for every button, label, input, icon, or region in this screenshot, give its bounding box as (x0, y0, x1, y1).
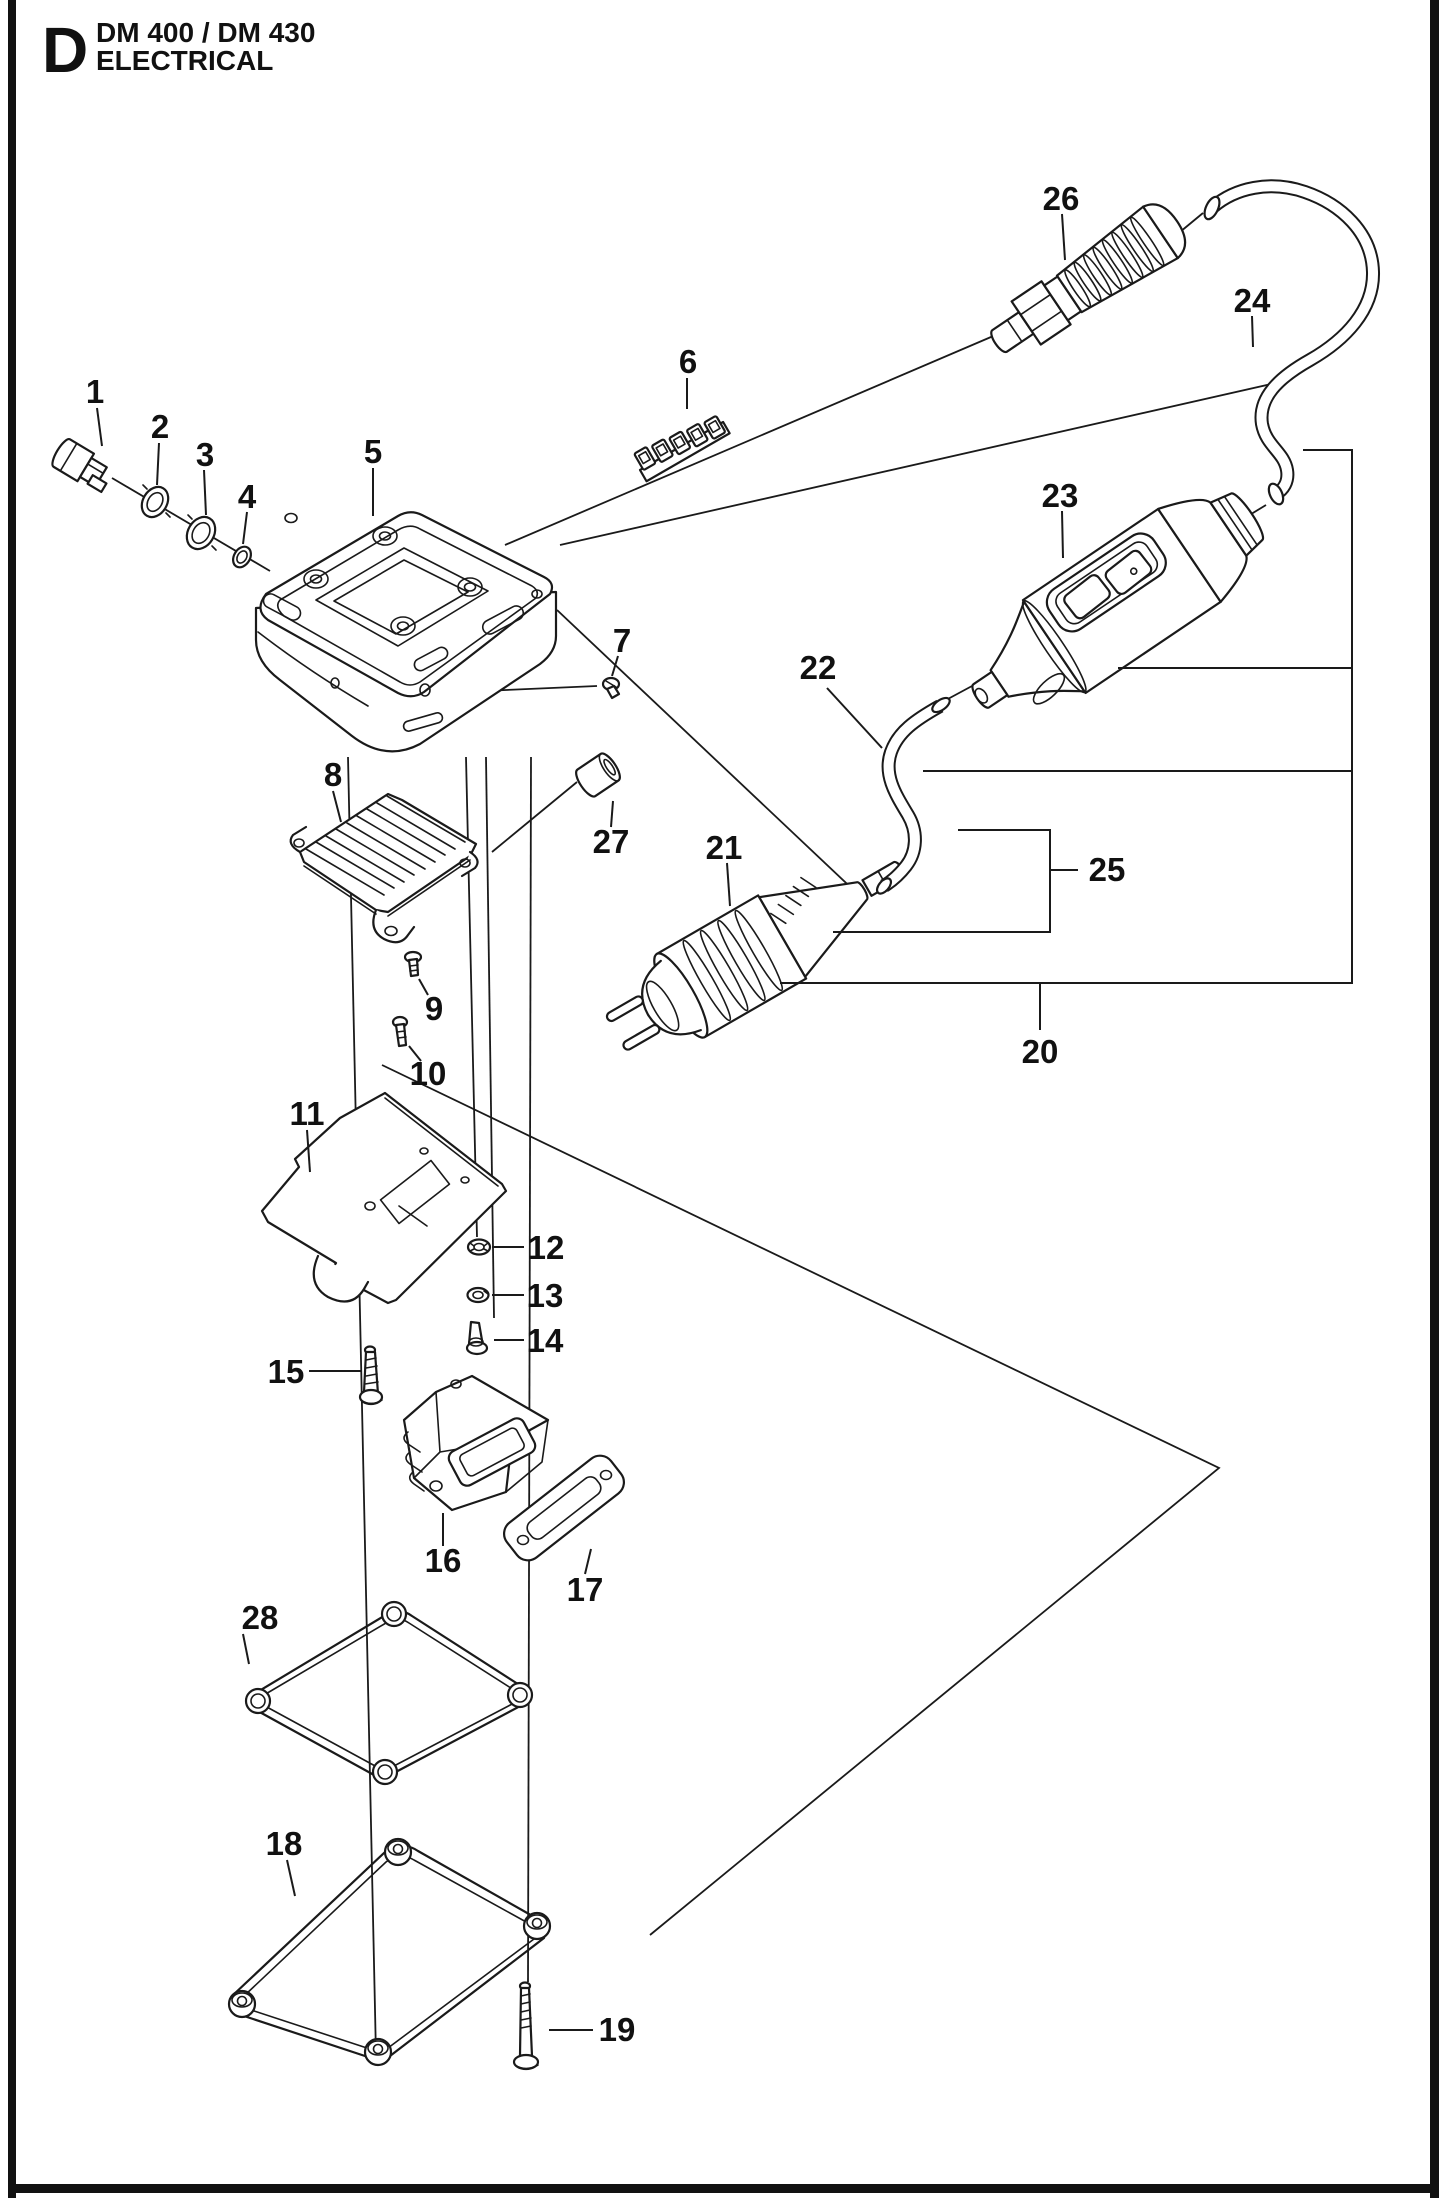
callout-16: 16 (425, 1542, 462, 1579)
part-9-screw (403, 950, 423, 978)
callout-21: 21 (706, 829, 743, 866)
part-4-ring (232, 545, 252, 569)
part-27-bushing (575, 752, 621, 798)
board-capacitor (312, 1254, 370, 1303)
part-14-screw (465, 1320, 489, 1356)
explode-axis-center (347, 756, 377, 2057)
part-24-cable (1203, 179, 1381, 506)
callout-9: 9 (425, 990, 443, 1027)
callout-14: 14 (527, 1322, 564, 1359)
part-23-inline-switch (971, 492, 1265, 709)
mount-ear (372, 908, 416, 944)
part-5-housing-cover (254, 511, 558, 753)
explode-axis-switch (485, 756, 495, 1319)
axis-cover-to-plug-ferrule (556, 609, 863, 899)
cover-hole (330, 677, 340, 689)
part-12-washer (466, 1238, 492, 1256)
part-2-ring (140, 484, 171, 519)
callout-19: 19 (599, 2011, 636, 2048)
callout-25: 25 (1089, 851, 1126, 888)
part-21-plug (605, 860, 905, 1051)
callout-2: 2 (151, 408, 169, 445)
part-1-indicator (51, 438, 108, 494)
rocker-button (1104, 549, 1153, 596)
callout-18: 18 (266, 1825, 303, 1862)
callout-6: 6 (679, 343, 697, 380)
group-bracket-20 (780, 449, 1353, 1030)
gasket-corner-holes (244, 1600, 534, 1786)
callout-22: 22 (800, 649, 837, 686)
callout-20: 20 (1022, 1033, 1059, 1070)
plug-pin (605, 995, 644, 1023)
part-13-washer (466, 1286, 490, 1304)
page-subtitle: ELECTRICAL (96, 45, 273, 76)
cover-screw-hole (419, 683, 431, 697)
explode-axis-washers (465, 756, 478, 1238)
callout-7: 7 (613, 622, 631, 659)
group-bracket-25 (833, 829, 1078, 933)
heatsink-fins (305, 795, 466, 896)
construction-lines (111, 212, 1281, 2057)
plug-pin (622, 1023, 661, 1051)
callout-17: 17 (567, 1571, 604, 1608)
part-28-gasket (244, 1600, 534, 1786)
part-11-circuit-board (260, 1091, 508, 1305)
callout-13: 13 (527, 1277, 564, 1314)
cover-hole (531, 589, 543, 599)
part-6-terminal-block (633, 415, 731, 483)
callout-10: 10 (410, 1055, 447, 1092)
cover-slots (262, 593, 525, 732)
callout-3: 3 (196, 436, 214, 473)
part-22-cable (875, 696, 951, 895)
callout-8: 8 (324, 756, 342, 793)
strain-relief-ribs (1064, 216, 1165, 308)
callout-1: 1 (86, 373, 104, 410)
callout-23: 23 (1042, 477, 1079, 514)
page-border (8, 0, 1439, 2198)
part-10-screw (391, 1015, 409, 1048)
rocker-button (1063, 574, 1111, 620)
axis-cover-to-cable24 (559, 381, 1281, 546)
part-7-screw (601, 676, 621, 700)
callout-28: 28 (242, 1599, 279, 1636)
callout-5: 5 (364, 433, 382, 470)
part-19-screw (512, 1981, 540, 2071)
part-18-bottom-cover (227, 1837, 552, 2067)
screw-boss (303, 526, 483, 636)
callout-27: 27 (593, 823, 630, 860)
cover-screw-bosses (227, 1837, 552, 2067)
axis-cover-to-strain-relief (504, 333, 999, 546)
part-17-gasket-plate (502, 1454, 626, 1562)
callout-11: 11 (290, 1095, 325, 1132)
border-bottom (8, 2184, 1439, 2193)
part-16-switch (402, 1374, 550, 1512)
part-26-strain-relief (990, 203, 1187, 354)
page-title: DM 400 / DM 430 (96, 17, 315, 48)
border-right (1430, 0, 1439, 2198)
link-cable22-switch (945, 685, 973, 701)
callout-12: 12 (528, 1229, 565, 1266)
part-3-ring (185, 514, 217, 551)
section-letter: D (42, 14, 88, 86)
part-8-heatsink-module (289, 792, 479, 944)
leader-lines (96, 213, 1254, 2031)
callout-15: 15 (268, 1353, 305, 1390)
callout-26: 26 (1043, 180, 1080, 217)
part-15-screw (358, 1345, 384, 1406)
explode-axis-screw19 (527, 756, 532, 1983)
callout-4: 4 (238, 478, 257, 515)
border-left (8, 0, 16, 2198)
chevron-line (381, 1064, 1221, 1936)
axis-bushing-27 (491, 781, 578, 853)
header: D DM 400 / DM 430 ELECTRICAL (42, 14, 315, 86)
callout-labels: 1 2 3 4 5 6 7 8 9 10 11 12 13 14 15 16 1… (86, 180, 1271, 2048)
callout-24: 24 (1234, 282, 1271, 319)
cover-hole (284, 512, 298, 524)
